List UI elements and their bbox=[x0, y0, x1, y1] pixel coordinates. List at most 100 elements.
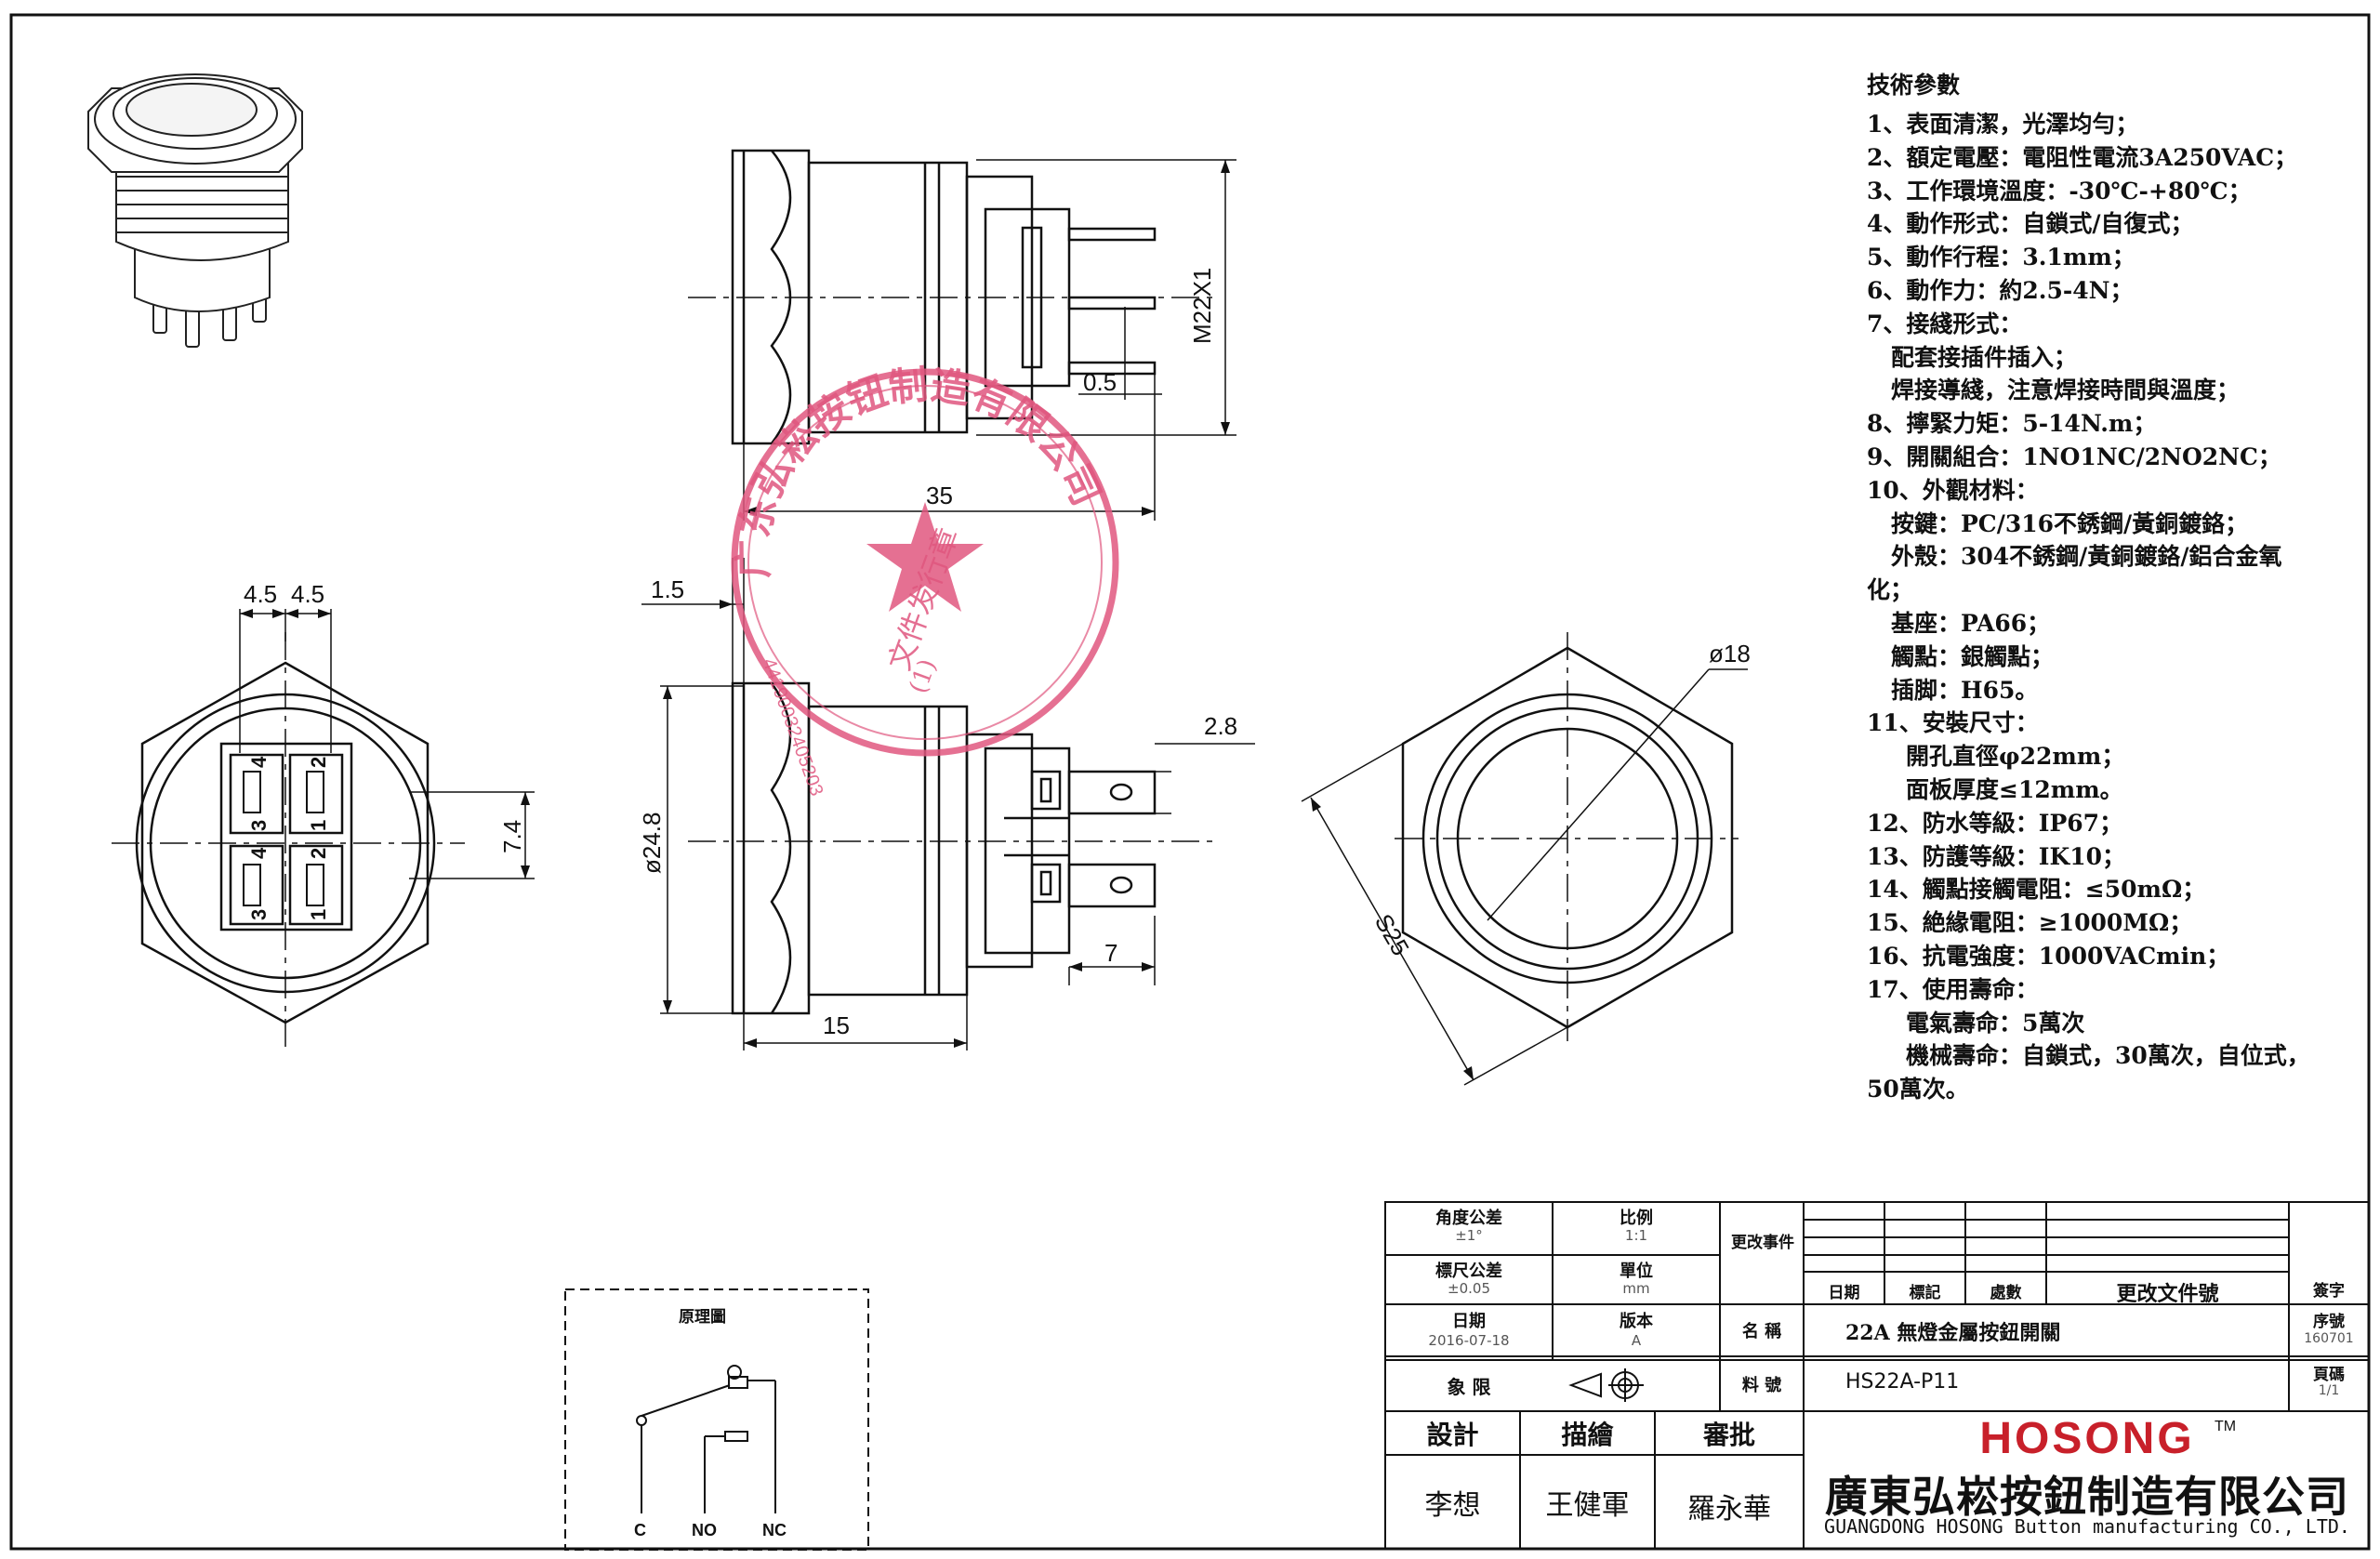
part-number-label: 料 號 bbox=[1741, 1376, 1782, 1395]
review-label: 審批 bbox=[1702, 1420, 1755, 1450]
date-label: 日期 bbox=[1452, 1312, 1486, 1331]
dim-1-5: 1.5 bbox=[651, 575, 684, 603]
angle-tolerance-value: ±1° bbox=[1455, 1227, 1483, 1244]
dim-2-8: 2.8 bbox=[1204, 712, 1237, 740]
version-value: A bbox=[1631, 1332, 1642, 1349]
issue-stamp: 广东弘崧按钮制造有限公司 文件发行章 (1) 44190032405203 bbox=[731, 362, 1119, 799]
spec-line: 11、安裝尺寸： bbox=[1867, 709, 2039, 737]
isometric-view bbox=[87, 73, 303, 348]
spec-line: 1、表面清潔，光澤均勻； bbox=[1867, 111, 2139, 138]
company-name-en: GUANGDONG HOSONG Button manufacturing CO… bbox=[1824, 1515, 2350, 1538]
product-name: 22A 無燈金屬按鈕開關 bbox=[1845, 1321, 2061, 1345]
spec-line: 按鍵：PC/316不銹鋼/黃銅鍍鉻； bbox=[1891, 509, 2249, 537]
dim-4-5-right: 4.5 bbox=[291, 580, 324, 608]
scale-value: 1:1 bbox=[1624, 1227, 1648, 1244]
revision-count-header: 處數 bbox=[1990, 1284, 2022, 1302]
terminal-2-bottom: 2 bbox=[307, 848, 330, 859]
change-event-label: 更改事件 bbox=[1731, 1234, 1794, 1252]
dim-15: 15 bbox=[823, 1011, 850, 1039]
size-tolerance-value: ±0.05 bbox=[1448, 1280, 1490, 1297]
spec-line: 7、接綫形式： bbox=[1867, 310, 2023, 337]
spec-line: 配套接插件插入； bbox=[1891, 343, 2078, 371]
spec-line: 13、防護等級：IK10； bbox=[1867, 842, 2126, 870]
spec-line: 觸點：銀觸點； bbox=[1891, 642, 2055, 670]
spec-line: 14、觸點接觸電阻：≤50mΩ； bbox=[1867, 876, 2206, 904]
revision-doc-header: 更改文件號 bbox=[2116, 1282, 2219, 1306]
dim-35: 35 bbox=[926, 482, 953, 509]
spec-line: 插脚：H65。 bbox=[1891, 676, 2039, 704]
spec-line: 15、絶緣電阻：≥1000MΩ； bbox=[1867, 909, 2193, 937]
schematic-label-c: C bbox=[634, 1521, 646, 1539]
dim-diameter-18: ø18 bbox=[1709, 640, 1751, 667]
spec-line: 機械壽命：自鎖式，30萬次，自位式， bbox=[1906, 1042, 2310, 1070]
terminal-3-top: 3 bbox=[247, 820, 271, 831]
spec-line: 16、抗電強度：1000VACmin； bbox=[1867, 942, 2230, 970]
specs-title: 技術參數 bbox=[1867, 72, 1961, 99]
scale-label: 比例 bbox=[1620, 1209, 1653, 1228]
specs-list: 1、表面清潔，光澤均勻； 2、額定電壓：電阻性電流3A250VAC； 3、工作環境溫… bbox=[1867, 108, 2350, 1106]
spec-line: 50萬次。 bbox=[1867, 1076, 1969, 1103]
schematic-title: 原理圖 bbox=[679, 1308, 726, 1327]
projection-symbol-icon bbox=[1568, 1368, 1644, 1402]
revision-mark-header: 標記 bbox=[1909, 1284, 1941, 1302]
part-number-value: HS22A-P11 bbox=[1845, 1370, 1960, 1394]
draw-label: 描繪 bbox=[1561, 1420, 1614, 1450]
spec-line: 10、外觀材料： bbox=[1867, 476, 2039, 504]
dim-7: 7 bbox=[1104, 939, 1117, 967]
spec-line: 外殼：304不銹鋼/黃銅鍍鉻/鋁合金氧 bbox=[1891, 543, 2282, 571]
schematic-box bbox=[564, 1288, 869, 1551]
brand-trademark: TM bbox=[2215, 1419, 2237, 1434]
rear-view bbox=[112, 609, 535, 1050]
terminal-1-top: 1 bbox=[307, 820, 330, 831]
revision-date-header: 日期 bbox=[1828, 1284, 1860, 1302]
spec-line: 3、工作環境溫度：-30℃-+80℃； bbox=[1867, 177, 2252, 205]
spec-line: 12、防水等級：IP67； bbox=[1867, 809, 2123, 837]
spec-line: 面板厚度≤12mm。 bbox=[1906, 775, 2123, 803]
drafter-name: 王健軍 bbox=[1545, 1489, 1630, 1522]
spec-line: 焊接導綫，注意焊接時間與溫度； bbox=[1891, 377, 2241, 404]
sequence-value: 160701 bbox=[2304, 1331, 2354, 1346]
dim-diameter-24-8: ø24.8 bbox=[638, 813, 666, 875]
dim-s25: S25 bbox=[1369, 909, 1415, 960]
terminal-2-top: 2 bbox=[307, 757, 330, 768]
terminal-1-bottom: 1 bbox=[307, 909, 330, 920]
spec-line: 開孔直徑φ22mm； bbox=[1906, 743, 2125, 771]
terminal-3-bottom: 3 bbox=[247, 909, 271, 920]
front-view bbox=[1301, 632, 1748, 1086]
spec-line: 化； bbox=[1867, 576, 1914, 604]
page-value: 1/1 bbox=[2318, 1383, 2340, 1398]
terminal-4-bottom: 4 bbox=[247, 847, 271, 859]
schematic-label-nc: NC bbox=[762, 1521, 787, 1539]
revision-sign-header: 簽字 bbox=[2313, 1282, 2345, 1301]
spec-line: 17、使用壽命： bbox=[1867, 975, 2039, 1003]
angle-tolerance-label: 角度公差 bbox=[1435, 1209, 1502, 1228]
spec-line: 8、擰緊力矩：5-14N.m； bbox=[1867, 410, 2157, 438]
brand-logo: HOSONG bbox=[1979, 1414, 2195, 1463]
unit-label: 單位 bbox=[1620, 1262, 1653, 1281]
sheet-border bbox=[9, 13, 2371, 1551]
spec-line: 2、額定電壓：電阻性電流3A250VAC； bbox=[1867, 143, 2298, 171]
side-view-bottom bbox=[641, 558, 1255, 1050]
version-label: 版本 bbox=[1620, 1312, 1653, 1331]
size-tolerance-label: 標尺公差 bbox=[1435, 1262, 1502, 1281]
spec-line: 5、動作行程：3.1mm； bbox=[1867, 244, 2135, 271]
sequence-label: 序號 bbox=[2313, 1313, 2345, 1331]
spec-line: 基座：PA66； bbox=[1891, 609, 2051, 637]
name-label: 名 稱 bbox=[1741, 1322, 1782, 1341]
stamp-code: 44190032405203 bbox=[758, 655, 826, 799]
spec-line: 4、動作形式：自鎖式/自復式； bbox=[1867, 210, 2194, 238]
spec-line: 6、動作力：約2.5-4N； bbox=[1867, 276, 2134, 304]
design-label: 設計 bbox=[1426, 1420, 1479, 1450]
schematic-label-no: NO bbox=[692, 1521, 717, 1539]
dim-0-5: 0.5 bbox=[1083, 368, 1117, 396]
unit-value: mm bbox=[1622, 1280, 1650, 1297]
reviewer-name: 羅永華 bbox=[1687, 1493, 1771, 1526]
designer-name: 李想 bbox=[1424, 1489, 1481, 1522]
dim-4-5-left: 4.5 bbox=[244, 580, 277, 608]
spec-line: 電氣壽命：5萬次 bbox=[1906, 1009, 2085, 1037]
company-name-cn: 廣東弘崧按鈕制造有限公司 bbox=[1825, 1472, 2349, 1522]
side-view-top bbox=[688, 149, 1236, 521]
dim-7-4: 7.4 bbox=[498, 820, 526, 853]
title-block-grid bbox=[1384, 1201, 2370, 1550]
